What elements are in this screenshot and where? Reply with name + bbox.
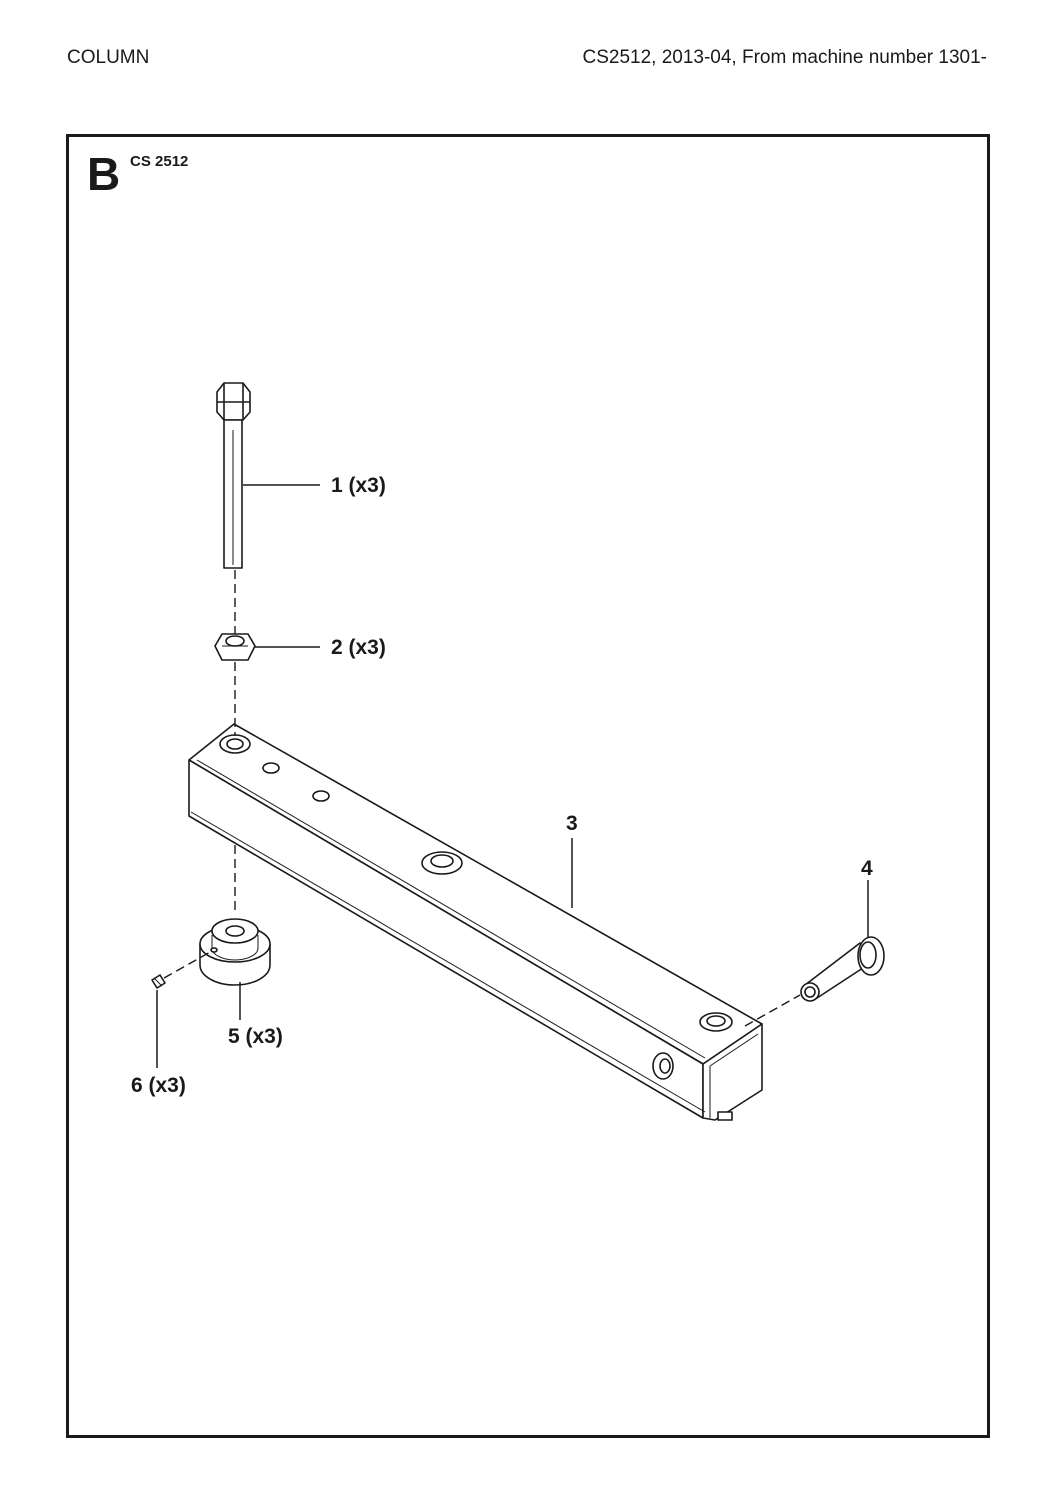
section-model: CS 2512 [130, 153, 189, 170]
section-letter: B [87, 148, 121, 200]
callout-4: 4 [861, 857, 873, 880]
column-beam-part [188, 723, 763, 1121]
bushing-part [199, 918, 271, 986]
set-screw-part [151, 974, 166, 989]
callout-5: 5 (x3) [228, 1025, 283, 1048]
callout-2: 2 (x3) [331, 636, 386, 659]
assembly-lines [163, 570, 801, 1027]
callout-6: 6 (x3) [131, 1074, 186, 1097]
callout-1: 1 (x3) [331, 474, 386, 497]
bolt-part [216, 382, 251, 569]
pin-part [800, 936, 885, 1002]
model-info: CS2512, 2013-04, From machine number 130… [582, 47, 987, 68]
diagram-frame: B CS 2512 [66, 134, 990, 1438]
section-title: COLUMN [67, 47, 150, 68]
callout-3: 3 [566, 812, 578, 835]
nut-part [214, 633, 256, 661]
leader-lines [156, 484, 869, 1068]
